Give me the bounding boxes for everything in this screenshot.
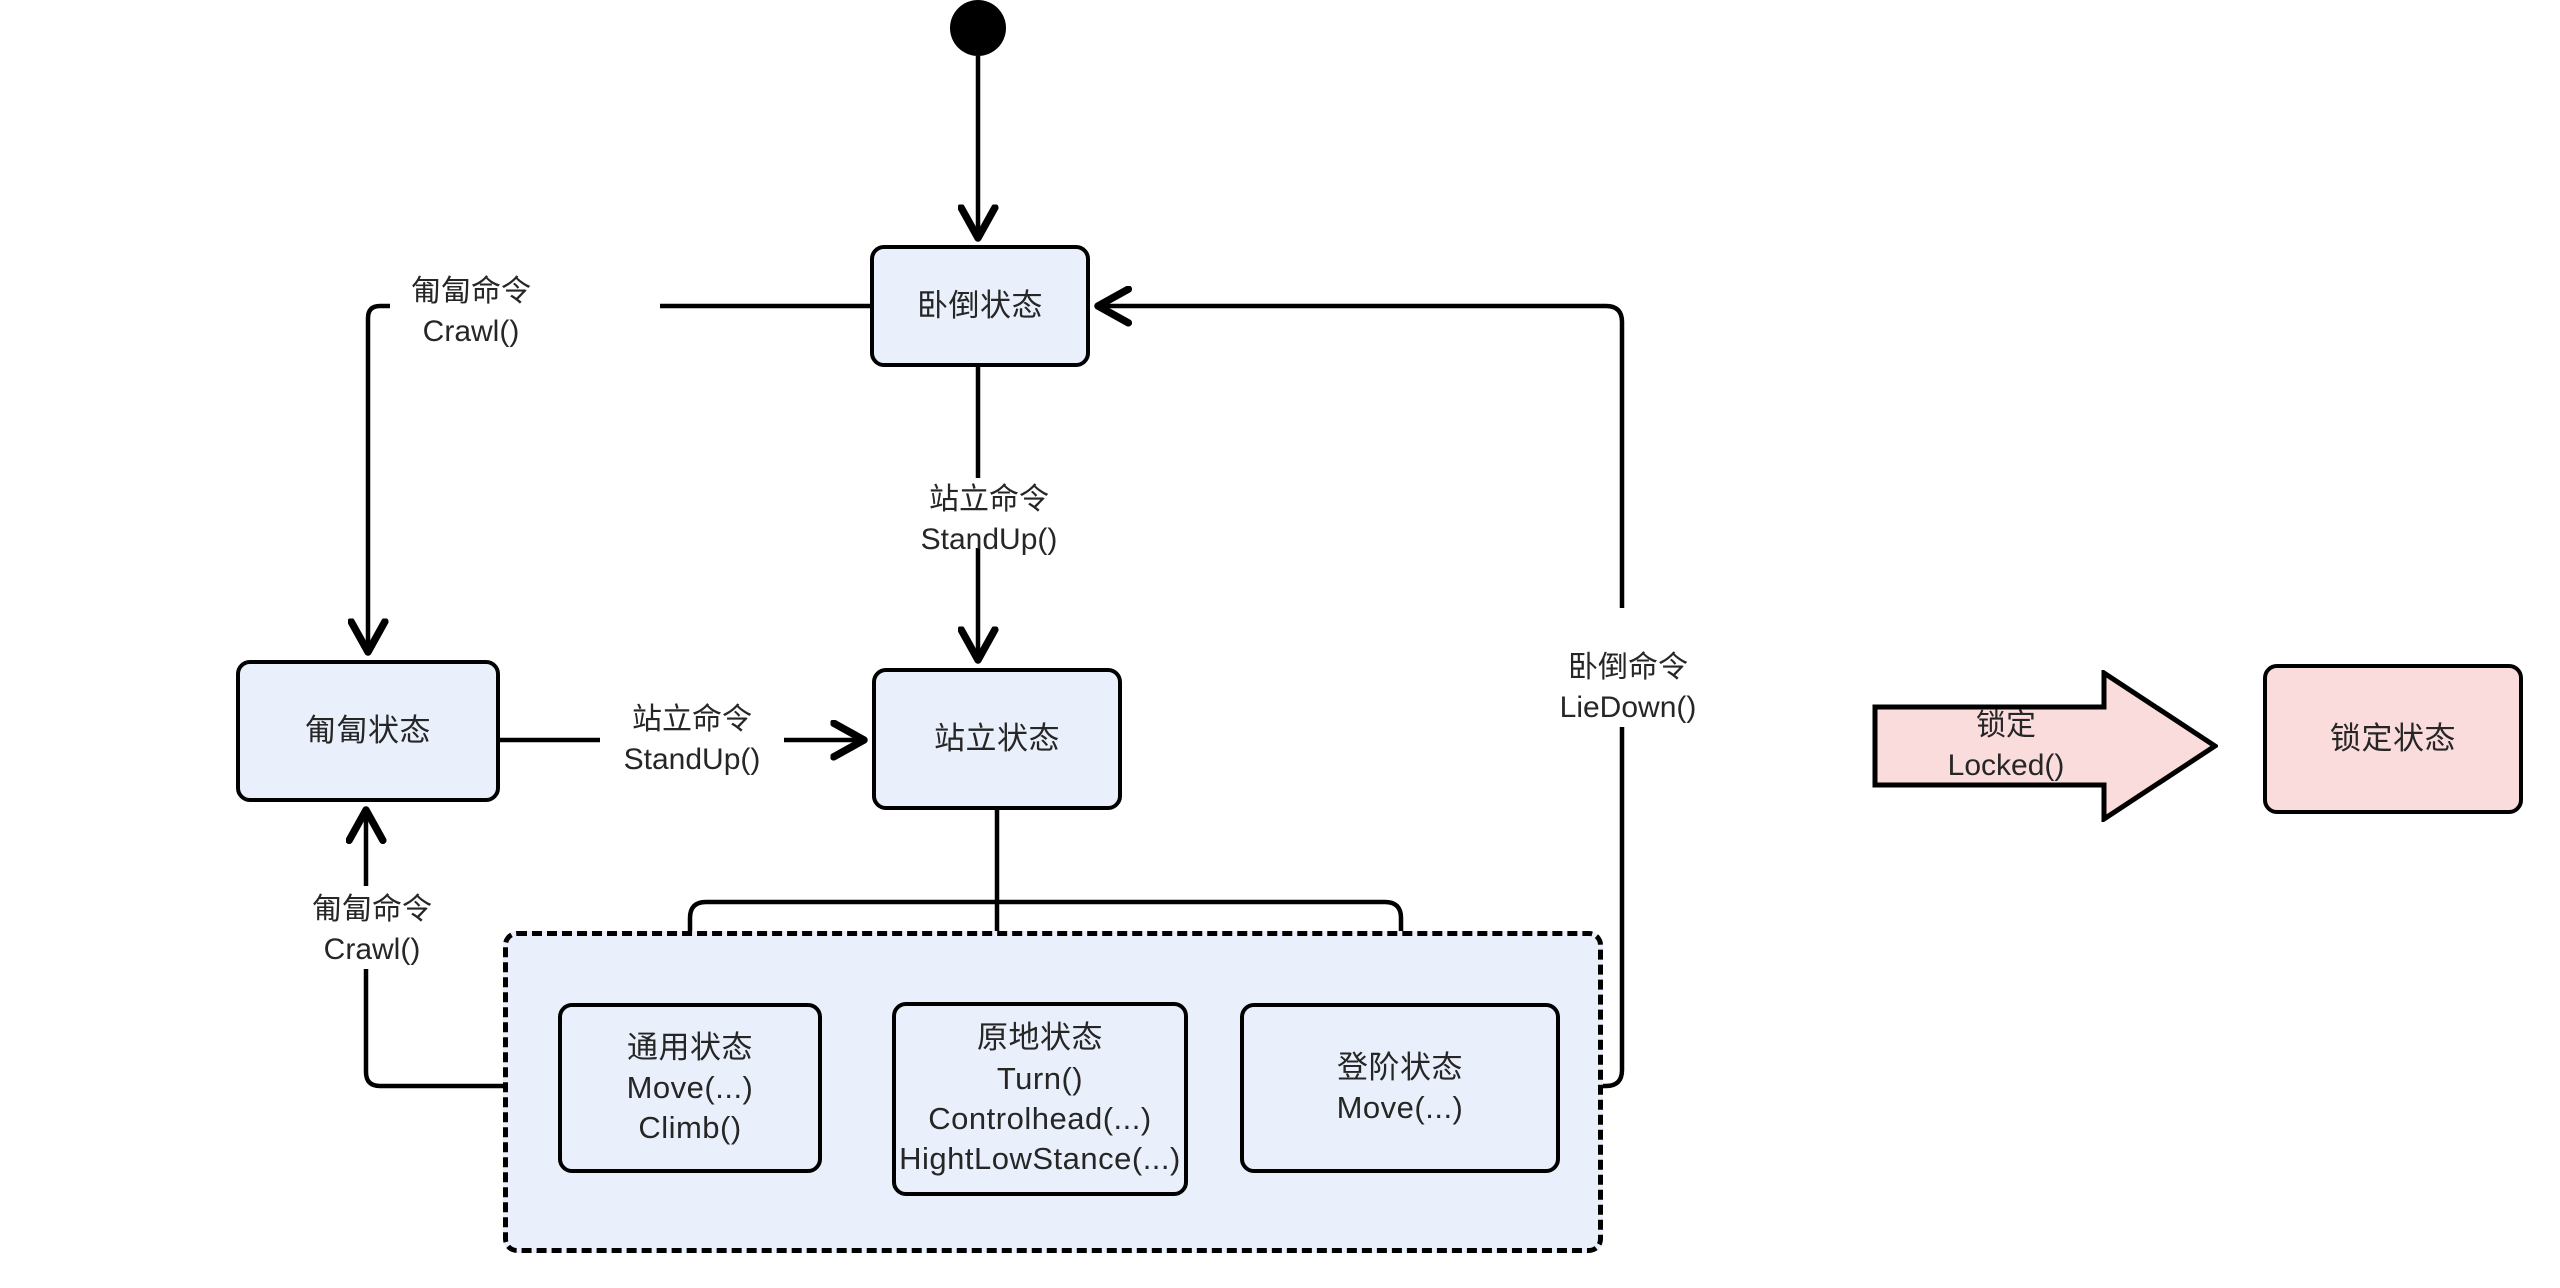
state-method: Controlhead(...) (928, 1101, 1152, 1136)
state-node-crawl[interactable]: 匍匐状态 (236, 660, 500, 802)
initial-state-circle (950, 0, 1006, 56)
edge-label-cn: 匍匐命令 (312, 893, 432, 926)
state-label: 匍匐状态 (305, 712, 431, 748)
edge-label-cn: 匍匐命令 (411, 275, 531, 308)
locked-block-arrow[interactable]: 锁定 Locked() (1872, 670, 2218, 822)
locked-arrow-method: Locked() (1947, 749, 2065, 782)
locked-arrow-label: 锁定 (1976, 709, 2036, 743)
edge-label-standup-command-center: 站立命令 StandUp() (898, 480, 1080, 559)
edge-label-fn: StandUp() (623, 742, 761, 776)
state-label: 原地状态 (977, 1020, 1103, 1056)
state-node-general[interactable]: 通用状态 Move(...) Climb() (558, 1003, 822, 1173)
state-method: Turn() (996, 1060, 1084, 1096)
edge-label-crawl-command-top: 匍匐命令 Crawl() (390, 272, 552, 352)
edge-label-cn: 站立命令 (929, 483, 1049, 516)
state-method: Move(...) (626, 1069, 754, 1105)
state-node-stand[interactable]: 站立状态 (872, 668, 1122, 810)
edge-label-crawl-command-bottom: 匍匐命令 Crawl() (290, 890, 454, 970)
state-method: Climb() (638, 1110, 742, 1146)
state-node-lie-down[interactable]: 卧倒状态 (870, 245, 1090, 367)
state-node-locked[interactable]: 锁定状态 (2263, 664, 2523, 814)
state-label: 通用状态 (627, 1029, 753, 1065)
block-arrow-icon (1872, 670, 2218, 822)
edge-label-cn: 卧倒命令 (1568, 651, 1688, 684)
edge-label-fn: Crawl() (422, 314, 520, 348)
state-node-climb-stairs[interactable]: 登阶状态 Move(...) (1240, 1003, 1560, 1173)
edge-label-fn: StandUp() (920, 522, 1058, 556)
edge-label-fn: Crawl() (323, 932, 421, 966)
state-label: 登阶状态 (1337, 1049, 1463, 1085)
edge-label-fn: LieDown() (1559, 690, 1697, 724)
state-node-in-place[interactable]: 原地状态 Turn() Controlhead(...) HightLowSta… (892, 1002, 1188, 1196)
edge-label-standup-command-left: 站立命令 StandUp() (600, 700, 784, 780)
state-method: HightLowStance(...) (899, 1141, 1181, 1177)
edge-liedown-to-crawl-b (368, 303, 396, 652)
state-label: 卧倒状态 (917, 287, 1043, 323)
edge-label-cn: 站立命令 (632, 703, 752, 736)
edge-climbstairs-to-liedown-b (1098, 306, 1625, 608)
state-label: 锁定状态 (2330, 720, 2456, 756)
state-method: Move(...) (1336, 1090, 1464, 1125)
state-label: 站立状态 (934, 720, 1060, 756)
edge-label-liedown-command-right: 卧倒命令 LieDown() (1532, 648, 1724, 728)
